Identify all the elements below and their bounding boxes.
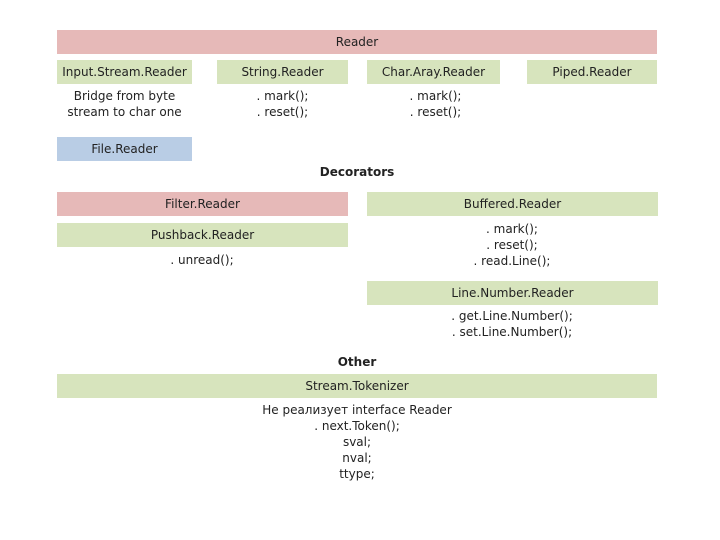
note-line: . unread(); [170, 253, 234, 267]
string-reader-label: String.Reader [241, 65, 324, 79]
buffered-reader-box: Buffered.Reader [367, 192, 658, 216]
line-number-reader-label: Line.Number.Reader [451, 286, 574, 300]
line-number-reader-notes: . get.Line.Number(); . set.Line.Number()… [442, 308, 582, 340]
note-line: . mark(); [486, 222, 538, 236]
char-array-reader-label: Char.Aray.Reader [381, 65, 486, 79]
note-line: . read.Line(); [473, 254, 551, 268]
note-line: . set.Line.Number(); [451, 325, 573, 339]
input-stream-reader-box: Input.Stream.Reader [57, 60, 192, 84]
reader-label: Reader [335, 35, 379, 49]
note-line: ttype; [339, 467, 375, 481]
line-number-reader-box: Line.Number.Reader [367, 281, 658, 305]
pushback-reader-box: Pushback.Reader [57, 223, 348, 247]
note-line: . reset(); [409, 105, 462, 119]
note-line: nval; [342, 451, 372, 465]
file-reader-label: File.Reader [91, 142, 158, 156]
pushback-reader-label: Pushback.Reader [150, 228, 255, 242]
note-line: . reset(); [486, 238, 538, 252]
buffered-reader-label: Buffered.Reader [463, 197, 562, 211]
piped-reader-box: Piped.Reader [527, 60, 657, 84]
string-reader-box: String.Reader [217, 60, 348, 84]
note-line: . mark(); [409, 89, 462, 103]
piped-reader-label: Piped.Reader [552, 65, 632, 79]
other-heading: Other [337, 355, 377, 369]
note-line: . reset(); [256, 105, 309, 119]
note-line: . next.Token(); [314, 419, 400, 433]
input-stream-reader-notes: Bridge from byte stream to char one [57, 88, 192, 120]
stream-tokenizer-label: Stream.Tokenizer [305, 379, 409, 393]
string-reader-notes: . mark(); . reset(); [245, 88, 320, 120]
note-line: Не реализует interface Reader [262, 403, 452, 417]
note-line: stream to char one [67, 105, 182, 119]
note-line: Bridge from byte [73, 89, 176, 103]
char-array-reader-notes: . mark(); . reset(); [398, 88, 473, 120]
filter-reader-label: Filter.Reader [165, 197, 240, 211]
stream-tokenizer-box: Stream.Tokenizer [57, 374, 657, 398]
filter-reader-box: Filter.Reader [57, 192, 348, 216]
note-line: . mark(); [256, 89, 309, 103]
pushback-reader-notes: . unread(); [152, 252, 252, 268]
char-array-reader-box: Char.Aray.Reader [367, 60, 500, 84]
input-stream-reader-label: Input.Stream.Reader [62, 65, 187, 79]
note-line: sval; [342, 435, 372, 449]
buffered-reader-notes: . mark(); . reset(); . read.Line(); [462, 221, 562, 269]
decorators-heading: Decorators [319, 165, 395, 179]
reader-box: Reader [57, 30, 657, 54]
file-reader-box: File.Reader [57, 137, 192, 161]
note-line: . get.Line.Number(); [451, 309, 573, 323]
stream-tokenizer-notes: Не реализует interface Reader . next.Tok… [232, 402, 482, 482]
